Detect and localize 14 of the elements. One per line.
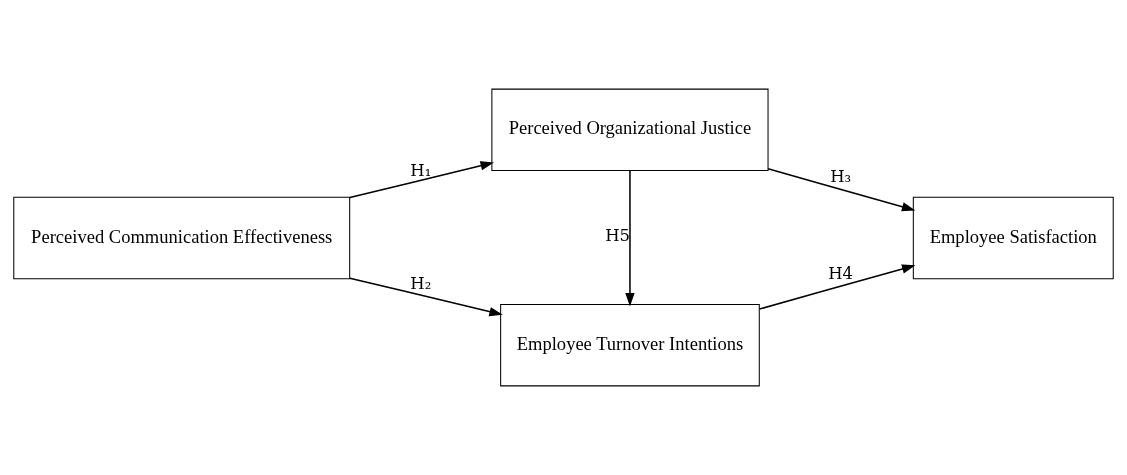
edge-label: H5 — [605, 226, 631, 246]
node-box: Employee Turnover Intentions — [500, 303, 760, 387]
node-box: Perceived Communication Effectiveness — [13, 196, 351, 280]
arrow — [349, 161, 494, 199]
edge-label: H4 — [828, 264, 854, 284]
arrow — [767, 167, 916, 212]
arrow — [625, 169, 635, 307]
edge-label: H₂ — [410, 274, 432, 294]
node-box: Employee Satisfaction — [912, 196, 1114, 280]
arrow — [758, 264, 916, 310]
edge-label: H₁ — [410, 160, 432, 180]
node-box: Perceived Organizational Justice — [491, 88, 769, 172]
edge-label: H₃ — [830, 167, 852, 187]
arrow — [349, 277, 503, 317]
